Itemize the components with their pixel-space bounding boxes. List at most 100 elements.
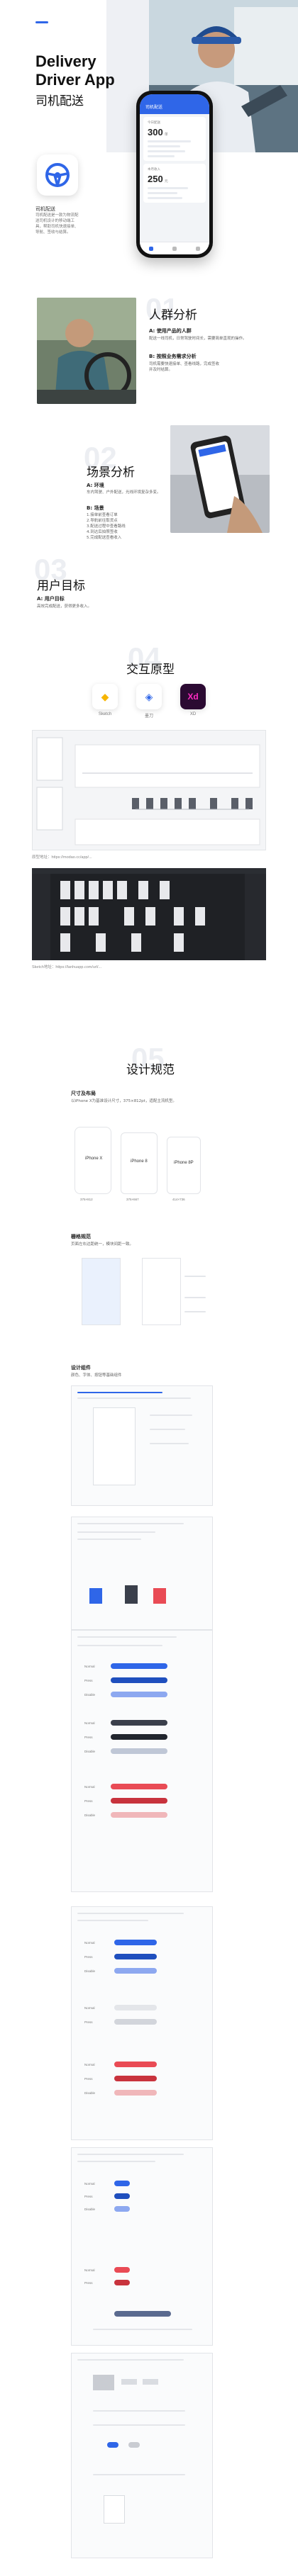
subsection-title: A: 环境 (87, 483, 104, 488)
steering-wheel-icon (45, 163, 70, 187)
subsection-title: 栅格规范 (71, 1234, 91, 1239)
state-label: Press (84, 2195, 93, 2198)
prototype-flow-panel (32, 730, 266, 850)
state-label: Normal (84, 2268, 95, 2272)
danger-button-disable[interactable] (111, 1812, 167, 1818)
state-label: Press (84, 1799, 93, 1803)
small-danger-normal[interactable] (114, 2062, 157, 2067)
tool-label: Sketch (98, 712, 112, 716)
tag-normal[interactable] (114, 2181, 130, 2186)
spec-board-buttons: Normal Press Disable Normal Press Disabl… (71, 1630, 213, 1892)
spec-phone-8p (167, 1137, 201, 1194)
small-button-disable[interactable] (114, 1968, 157, 1974)
sketch-link[interactable]: Sketch地址：https://lanhuapp.com/url/... (32, 965, 102, 969)
phone-header: 司机配送 (140, 94, 209, 114)
sketch-icon: ◆ (92, 684, 118, 709)
hero-title: Delivery Driver App (35, 52, 115, 89)
state-label: Normal (84, 2182, 95, 2186)
section-title: 人群分析 (149, 308, 197, 322)
state-label: Press (84, 2020, 93, 2024)
spec-board-colors (71, 1517, 213, 1630)
spec-phone-caption: 414×736 (172, 1198, 185, 1201)
state-label: Disable (84, 1813, 96, 1817)
subsection-title: B: 场景 (87, 505, 104, 511)
scene-item: 4.到达后拍照签收 (87, 530, 118, 534)
app-icon (37, 154, 78, 196)
driver-in-truck-photo (37, 298, 136, 404)
state-label: Press (84, 1955, 93, 1959)
subsection-title: A: 用户目标 (37, 596, 65, 602)
state-label: Press (84, 1736, 93, 1739)
state-label: Disable (84, 1750, 96, 1753)
modao-icon: ◈ (136, 684, 162, 709)
toggle-on[interactable] (107, 2442, 118, 2448)
section-title: 场景分析 (87, 466, 135, 480)
tool-label: 墨刀 (144, 714, 153, 719)
secondary-button-normal[interactable] (111, 1720, 167, 1726)
spec-phone-label: iPhone 8P (174, 1161, 194, 1165)
color-swatch-red (153, 1588, 166, 1604)
danger-button-normal[interactable] (111, 1784, 167, 1789)
red-tag-press[interactable] (114, 2280, 130, 2285)
scene-item: 2.导航前往取货点 (87, 519, 118, 523)
app-name: 司机配送 (35, 206, 55, 212)
home-icon[interactable] (149, 246, 154, 251)
scene-item: 3.配送过程中查看路线 (87, 524, 126, 529)
small-danger-disable[interactable] (114, 2090, 157, 2096)
subsection-text: 配送一线司机，日常驾驶时间长，需要简单直观的操作。 (149, 337, 247, 341)
state-label: Disable (84, 2207, 96, 2211)
tag-press[interactable] (114, 2193, 130, 2199)
secondary-button-press[interactable] (111, 1734, 167, 1740)
state-label: Disable (84, 1969, 96, 1973)
section-number: 03 (34, 553, 67, 586)
subsection-title: A: 使用产品的人群 (149, 328, 192, 334)
small-button-normal[interactable] (114, 1940, 157, 1945)
subsection-text: 司机需要快速接单、查看线路，完成签收并及时结算。 (149, 362, 220, 372)
subsection-text: 以iPhone X为基准设计尺寸，375×812pt，适配主流机型。 (71, 1099, 177, 1103)
primary-button-disable[interactable] (111, 1692, 167, 1697)
hero-section: Delivery Driver App 司机配送 司机配送 司机配送是一款为物流… (0, 0, 298, 264)
spec-board-tags: Normal Press Disable Normal Press (71, 2147, 213, 2346)
small-danger-press[interactable] (114, 2076, 157, 2081)
orders-icon[interactable] (172, 246, 177, 251)
state-label: Press (84, 2281, 93, 2285)
card-placeholder (104, 2495, 125, 2524)
primary-button-normal[interactable] (111, 1663, 167, 1669)
card-label: 今日配送 (148, 121, 160, 125)
image-placeholder (93, 2375, 114, 2390)
grid-example-right (142, 1258, 181, 1325)
toggle-off[interactable] (128, 2442, 140, 2448)
red-tag-normal[interactable] (114, 2267, 130, 2273)
spec-phone-x (74, 1127, 111, 1194)
scene-item: 1.接单前查看订单 (87, 513, 118, 517)
spec-phone-label: iPhone 8 (131, 1159, 148, 1164)
ghost-button-normal[interactable] (114, 2005, 157, 2010)
ghost-button-press[interactable] (114, 2019, 157, 2025)
phone-in-car-photo (170, 425, 270, 533)
profile-icon[interactable] (195, 246, 200, 251)
primary-button-press[interactable] (111, 1677, 167, 1683)
small-button-press[interactable] (114, 1954, 157, 1959)
spec-phone-caption: 375×667 (126, 1198, 139, 1201)
accent-bar (35, 21, 48, 23)
phone-tab-bar (140, 242, 209, 254)
section-title: 设计规范 (126, 1063, 175, 1077)
tag-disable[interactable] (114, 2206, 130, 2212)
danger-button-press[interactable] (111, 1798, 167, 1804)
state-label: Normal (84, 1665, 95, 1668)
subsection-title: B: 按照业务需求分析 (149, 354, 197, 359)
state-label: Normal (84, 1721, 95, 1725)
prototype-link[interactable]: 原型地址：https://modao.cc/app/... (32, 855, 92, 860)
secondary-button-disable[interactable] (111, 1748, 167, 1754)
state-label: Disable (84, 2091, 96, 2095)
sketch-artboards-panel (32, 868, 266, 960)
state-label: Press (84, 2077, 93, 2081)
subsection-text: 车内驾驶、户外配送，光线环境复杂多变。 (87, 490, 161, 495)
